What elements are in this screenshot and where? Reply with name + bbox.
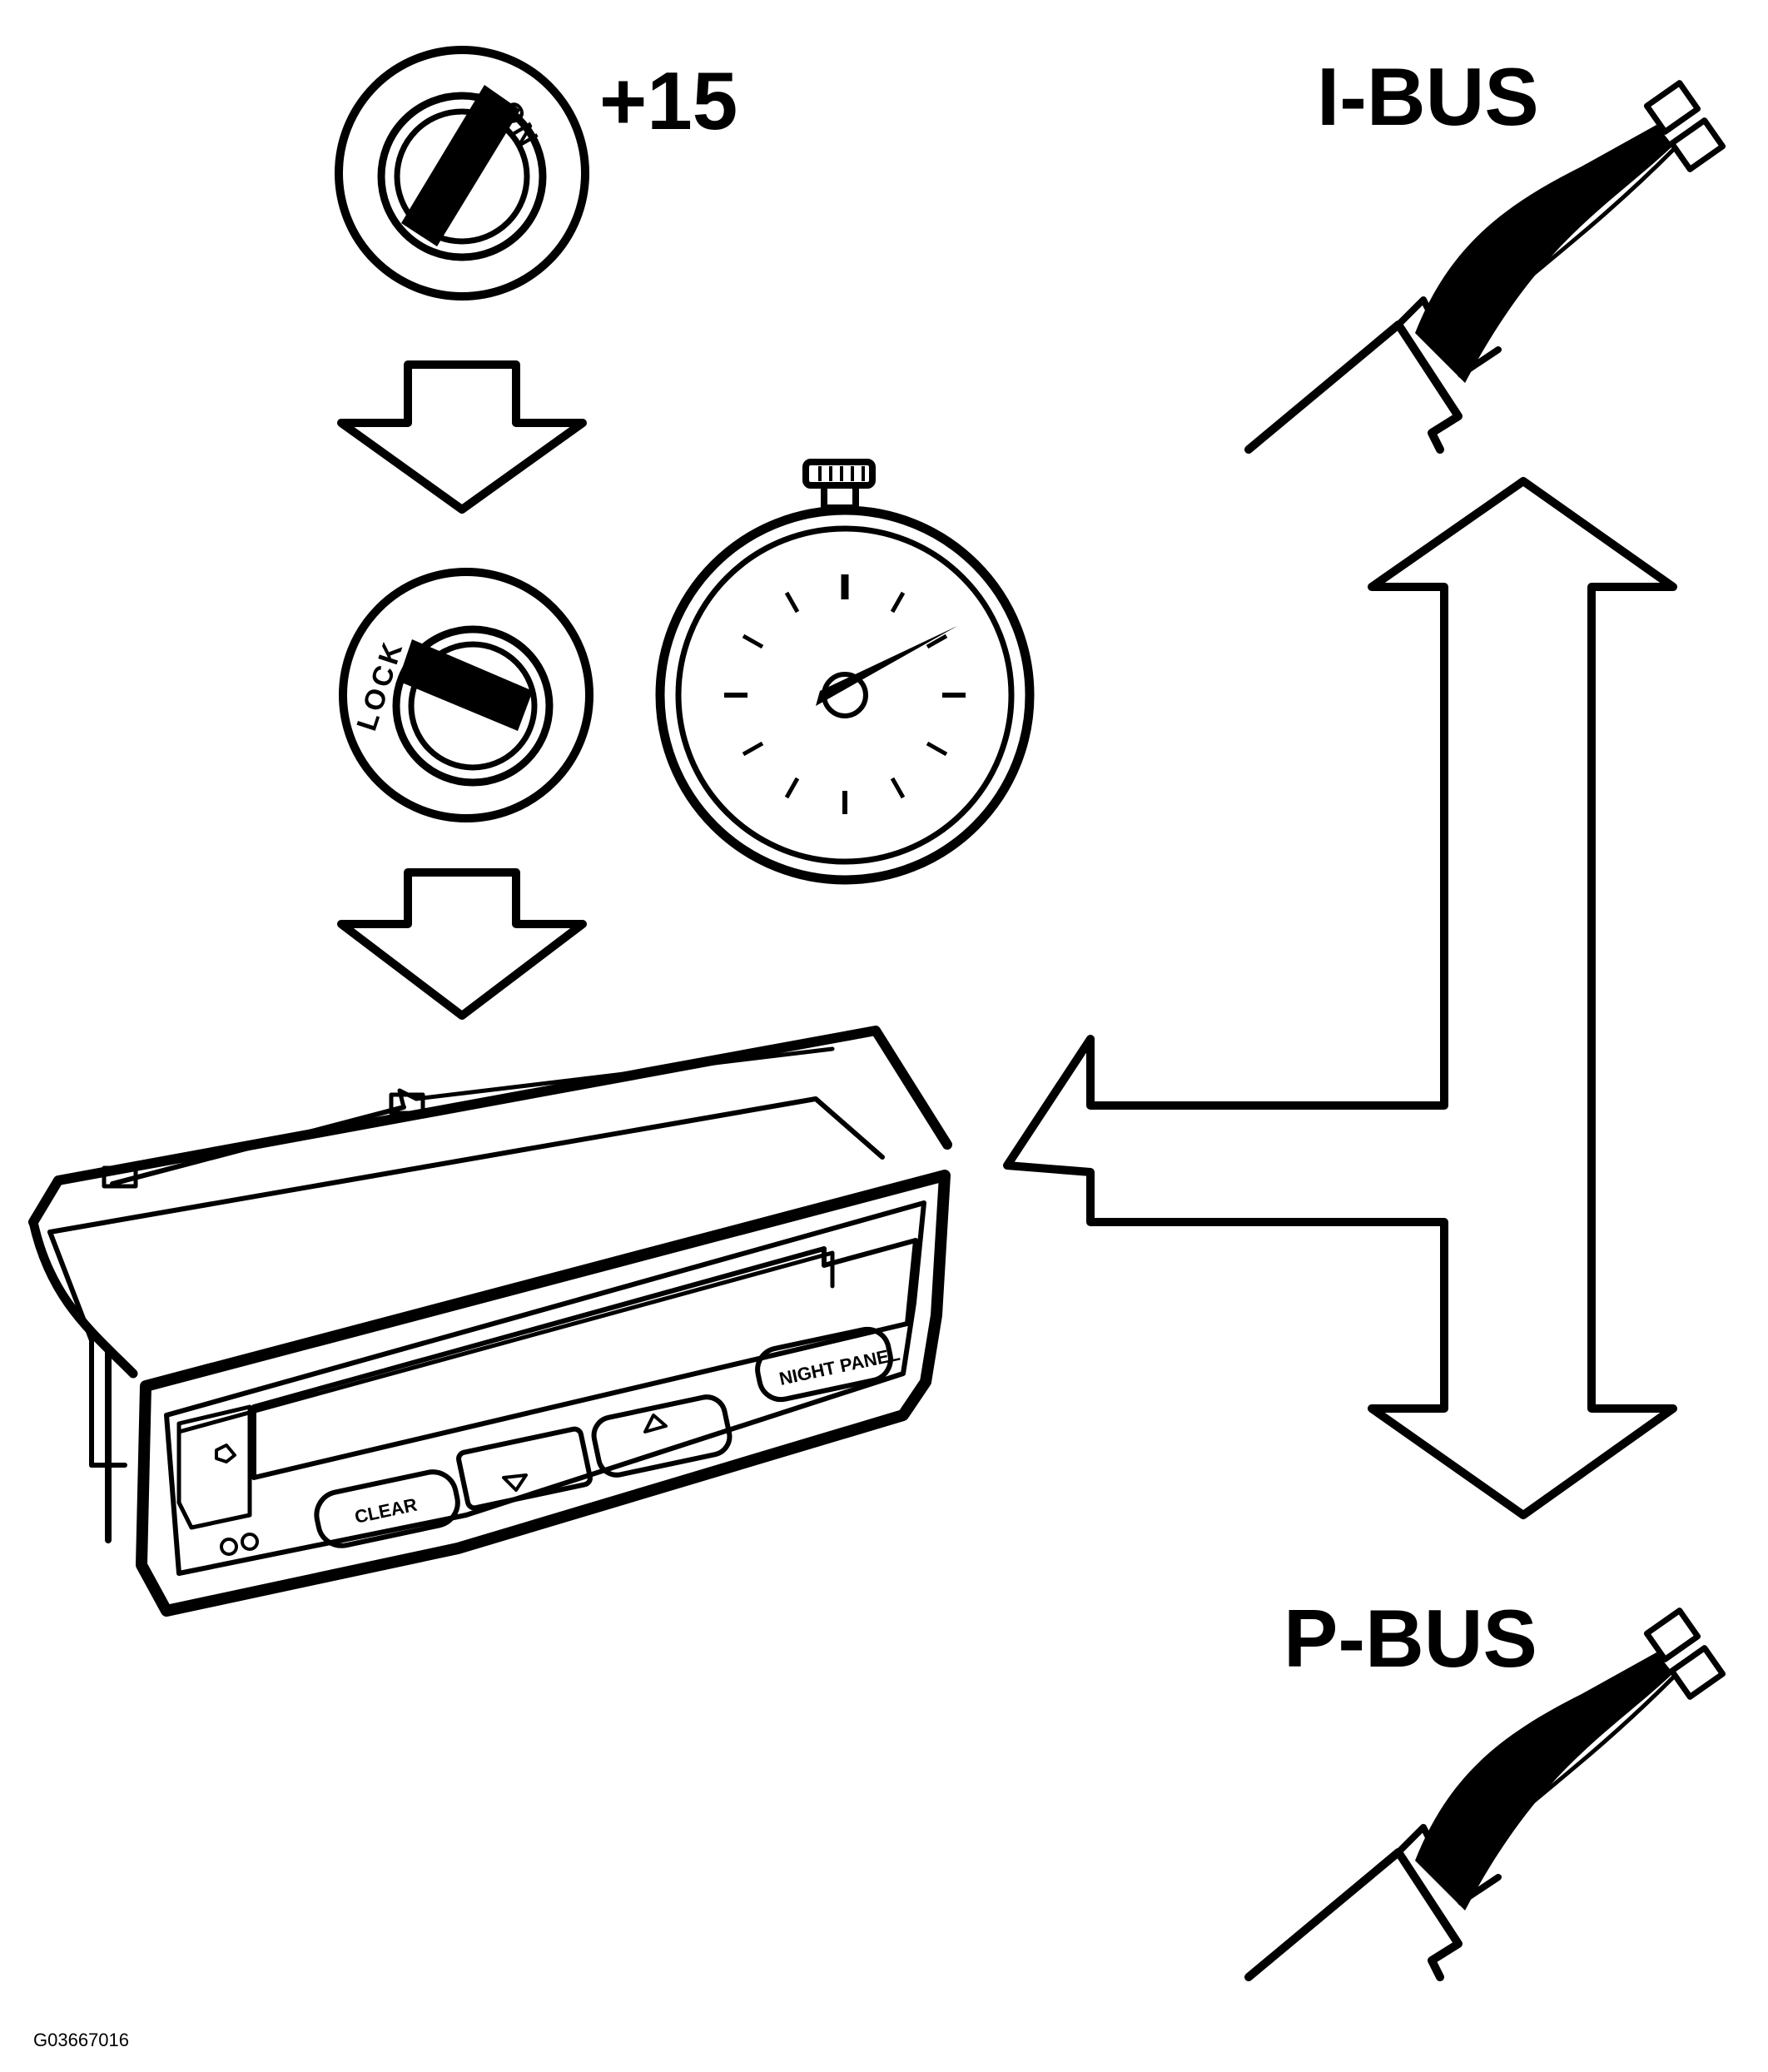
p-bus-label: P-BUS <box>1284 1593 1537 1684</box>
down-arrow-icon <box>337 360 587 514</box>
connector-icon <box>1244 80 1726 454</box>
down-arrow-icon <box>337 868 587 1020</box>
connector-icon <box>1244 1607 1726 1981</box>
ignition-lock-icon: LOCK <box>339 568 593 822</box>
ignition-label: +15 <box>599 55 737 147</box>
display-unit-icon: CLEAR NIGHT PANEL <box>28 1026 952 1617</box>
clear-button[interactable] <box>312 1468 462 1550</box>
double-arrow-icon <box>1003 477 1677 1519</box>
clear-button-label: CLEAR <box>353 1494 419 1528</box>
ignition-on-icon: ON <box>335 46 589 301</box>
reference-code: G03667016 <box>33 2030 129 2050</box>
down-button[interactable] <box>456 1426 593 1511</box>
i-bus-label: I-BUS <box>1317 51 1539 142</box>
stopwatch-icon <box>655 459 1035 885</box>
up-button[interactable] <box>590 1394 733 1478</box>
night-panel-button[interactable] <box>753 1325 894 1404</box>
